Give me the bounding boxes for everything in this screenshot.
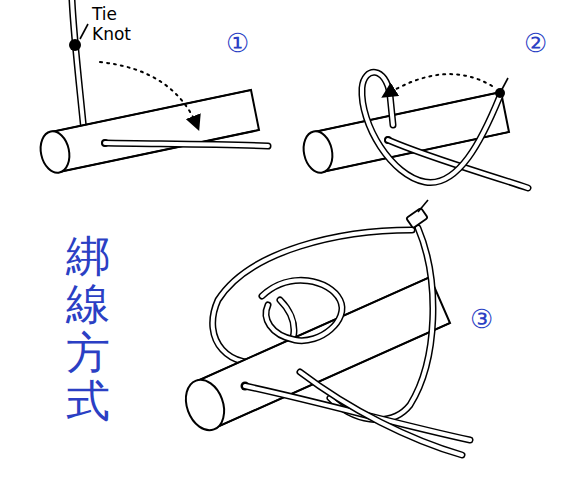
vertical-title: 綁線方式 [66, 232, 110, 426]
knot-note: Tie Knot [92, 4, 144, 45]
step-number: ③ [470, 306, 493, 332]
step-number: ② [524, 30, 547, 56]
step-number: ① [226, 30, 249, 56]
